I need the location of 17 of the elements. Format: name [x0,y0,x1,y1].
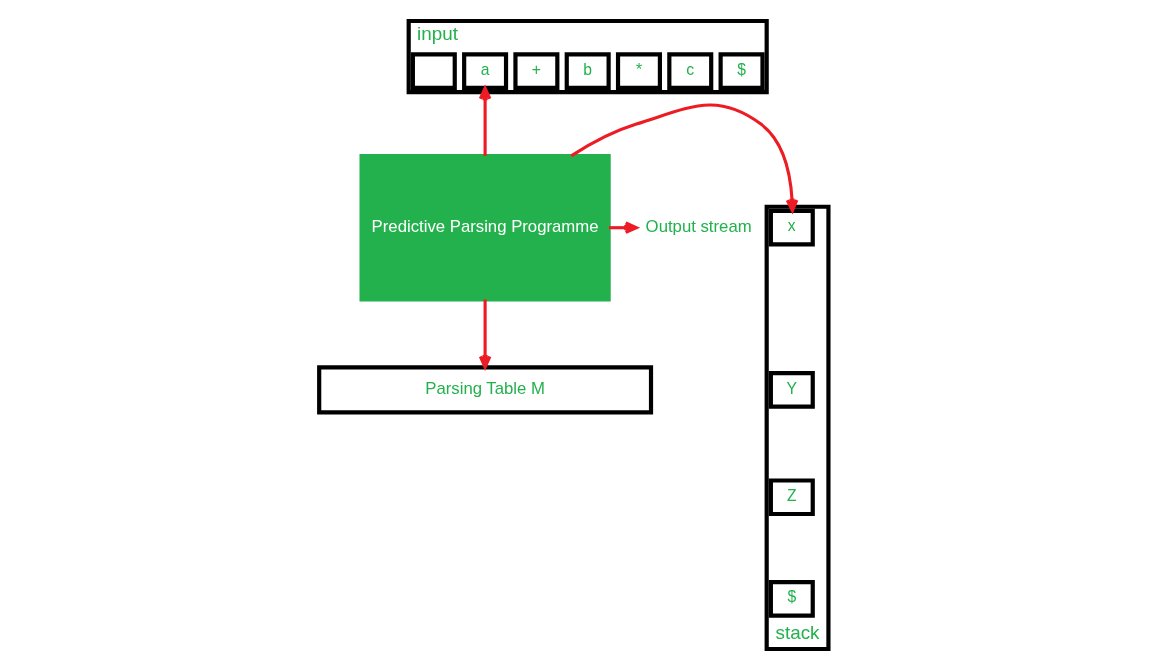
node-box [410,52,457,91]
node-box: b [564,52,611,91]
node-box: * [615,52,662,91]
node-box: Z [768,478,815,517]
node-box: x [768,208,815,247]
node-box: + [512,52,559,91]
node-box: $ [718,52,765,91]
node-box: Y [768,371,815,409]
node-box: c [666,52,713,91]
arrow [478,299,491,369]
arrow [569,103,798,213]
node-box: Parsing Table M [316,365,653,415]
node-box: Predictive Parsing Programme [359,153,611,302]
node-box: a [461,52,508,91]
arrow [478,86,491,156]
node-text: Output stream [645,216,752,236]
node-box: $ [768,579,815,618]
